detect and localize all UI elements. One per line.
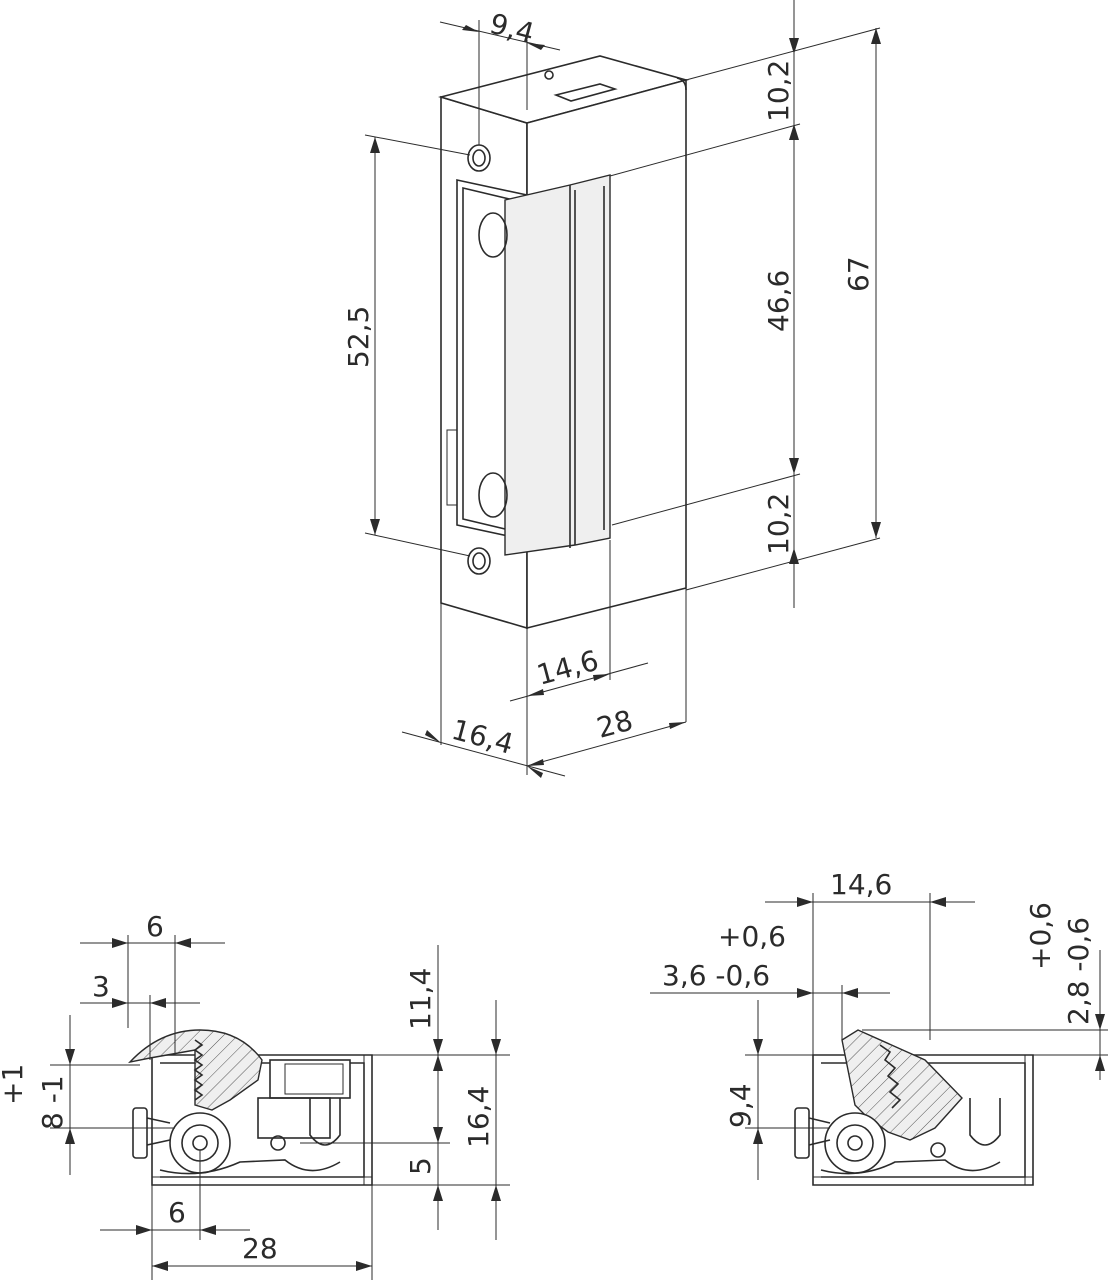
dim-67: 67 (842, 256, 875, 292)
left-section-view (127, 1029, 373, 1186)
dim-5-left: 5 (404, 1157, 437, 1175)
right-dimensions: 14,6 3,6 -0,6 +0,6 9,4 2,8 -0,6 +0,6 (650, 868, 1108, 1180)
dim-9-4: 9,4 (486, 7, 538, 50)
dim-6-bottom-left: 6 (168, 1196, 186, 1229)
top-slot (553, 83, 618, 102)
dim-16-4-top: 16,4 (448, 713, 517, 761)
screw-hole-bottom (467, 547, 491, 575)
dim-9-4-right: 9,4 (724, 1083, 757, 1128)
dim-16-4-left: 16,4 (462, 1086, 495, 1148)
dim-14-6: 14,6 (533, 644, 602, 692)
dim-11-4-left: 11,4 (404, 968, 437, 1030)
dim-10-2-bottom: 10,2 (762, 493, 795, 555)
isometric-view (438, 55, 690, 630)
dim-46-6: 46,6 (762, 270, 795, 332)
dim-6-top-left: 6 (146, 910, 164, 943)
dim-8-left: 8 -1 (36, 1075, 69, 1130)
dim-10-2-top: 10,2 (762, 60, 795, 122)
dim-28-left: 28 (242, 1232, 278, 1265)
dim-28-top: 28 (593, 704, 636, 745)
dim-14-6-right: 14,6 (830, 868, 892, 901)
dim-3-6-plus-right: +0,6 (718, 920, 786, 953)
dim-2-8-right: 2,8 -0,6 (1062, 917, 1095, 1025)
left-dimensions: 6 3 8 -1 +1 11,4 5 16,4 (0, 910, 510, 1280)
right-roller (824, 1112, 886, 1174)
dim-2-8-plus-right: +0,6 (1024, 902, 1057, 970)
dim-8-plus-left: +1 (0, 1064, 29, 1105)
dim-52-5: 52,5 (342, 306, 375, 368)
dim-3-6-right: 3,6 -0,6 (662, 959, 770, 992)
dim-3-left: 3 (92, 970, 110, 1003)
latch (504, 174, 611, 556)
right-section-view (794, 1029, 1034, 1186)
